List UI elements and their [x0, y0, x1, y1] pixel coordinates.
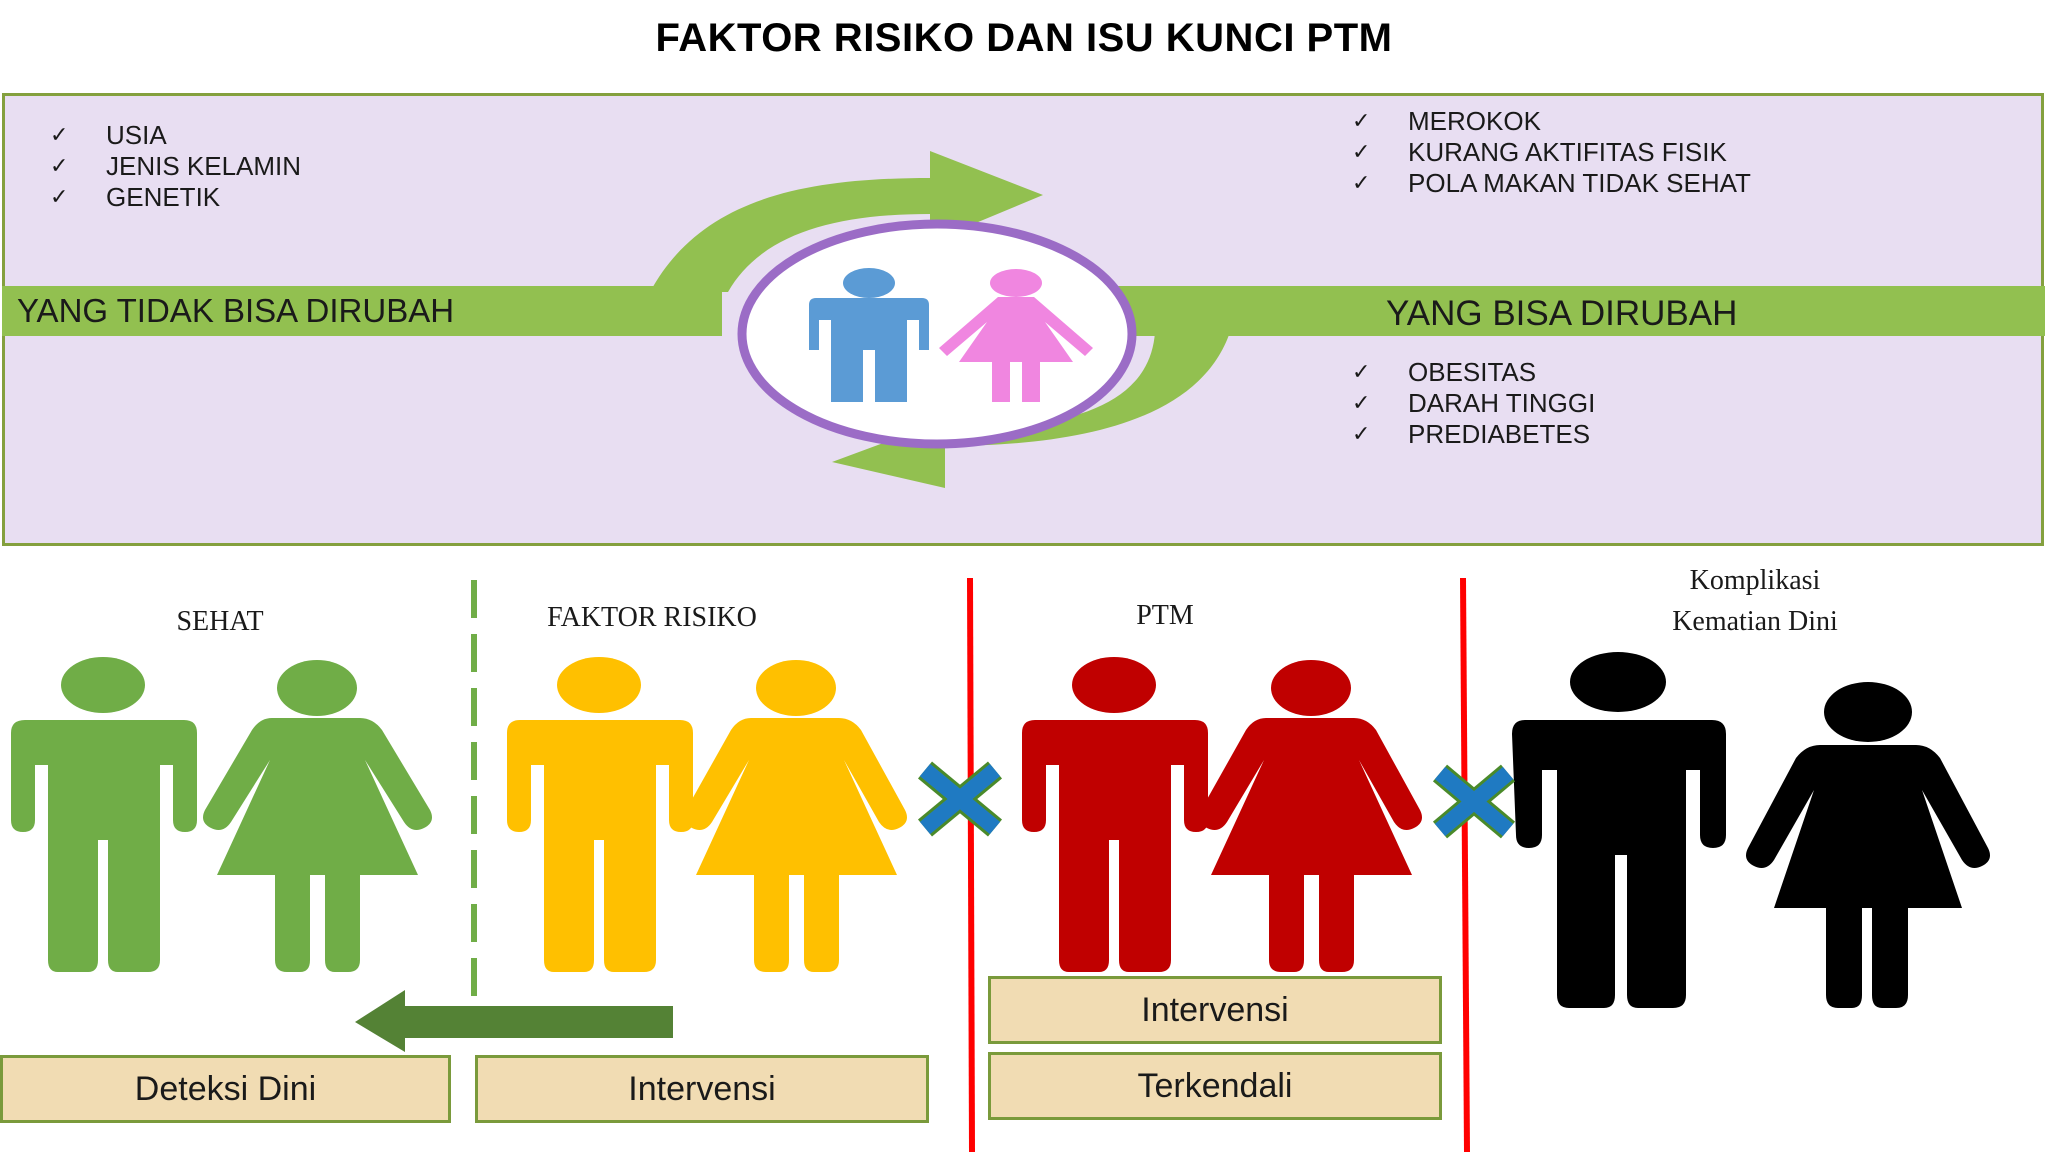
sehat-female-icon — [203, 660, 432, 972]
unchangeable-label: YANG TIDAK BISA DIRUBAH — [17, 292, 455, 329]
sehat-male-icon — [11, 657, 197, 972]
stage-label-ptm: PTM — [1136, 600, 1194, 631]
cycle-arrows-icon — [650, 151, 1230, 488]
check-icon: ✓ — [1352, 360, 1371, 385]
blue-x-icon — [917, 761, 1003, 837]
list-item: ✓PREDIABETES — [1352, 419, 1591, 449]
komplikasi-male-icon — [1512, 652, 1726, 1008]
risk-male-icon — [507, 657, 693, 972]
blue-x-icon — [1432, 764, 1516, 839]
changeable-list-lower: ✓OBESITAS ✓DARAH TINGGI ✓PREDIABETES — [1352, 357, 1595, 450]
deteksi-dini-box: Deteksi Dini — [0, 1055, 451, 1123]
stage-label-komplikasi: Komplikasi Kematian Dini — [1672, 565, 1838, 637]
check-icon: ✓ — [1352, 391, 1371, 416]
list-item: ✓POLA MAKAN TIDAK SEHAT — [1352, 168, 1751, 198]
check-icon: ✓ — [1352, 422, 1371, 447]
check-icon: ✓ — [1352, 171, 1371, 196]
center-male-icon — [809, 268, 929, 402]
risk-female-icon — [684, 660, 907, 972]
check-icon: ✓ — [50, 123, 69, 148]
check-icon: ✓ — [50, 154, 69, 179]
changeable-label: YANG BISA DIRUBAH — [1386, 294, 1738, 333]
check-icon: ✓ — [50, 185, 69, 210]
list-item: ✓JENIS KELAMIN — [50, 151, 302, 181]
list-item: ✓DARAH TINGGI — [1352, 388, 1596, 418]
divider-ptm-komplikasi — [1460, 577, 1470, 1152]
list-item: ✓MEROKOK — [1352, 106, 1541, 136]
komplikasi-female-icon — [1746, 682, 1990, 1008]
list-item: ✓OBESITAS — [1352, 357, 1537, 387]
changeable-list-upper: ✓MEROKOK ✓KURANG AKTIFITAS FISIK ✓POLA M… — [1352, 106, 1751, 199]
divider-risk-ptm — [967, 577, 975, 1152]
stage-label-sehat: SEHAT — [176, 606, 264, 637]
ptm-female-icon — [1199, 660, 1422, 972]
ptm-male-icon — [1022, 657, 1208, 972]
terkendali-box: Terkendali — [988, 1052, 1442, 1120]
factor-band-right — [1110, 286, 2045, 336]
center-female-icon — [939, 269, 1093, 402]
left-arrow-icon — [355, 990, 673, 1052]
list-item: ✓USIA — [50, 120, 167, 150]
intervensi-ptm-box: Intervensi — [988, 976, 1442, 1044]
list-item: ✓KURANG AKTIFITAS FISIK — [1352, 137, 1727, 167]
page-title: FAKTOR RISIKO DAN ISU KUNCI PTM — [655, 16, 1393, 60]
stage-label-faktor-risiko: FAKTOR RISIKO — [547, 602, 757, 633]
list-item: ✓GENETIK — [50, 182, 221, 212]
unchangeable-list: ✓USIA ✓JENIS KELAMIN ✓GENETIK — [50, 120, 301, 213]
intervensi-risk-box: Intervensi — [475, 1055, 929, 1123]
factor-band-left — [2, 286, 722, 336]
check-icon: ✓ — [1352, 109, 1371, 134]
check-icon: ✓ — [1352, 140, 1371, 165]
